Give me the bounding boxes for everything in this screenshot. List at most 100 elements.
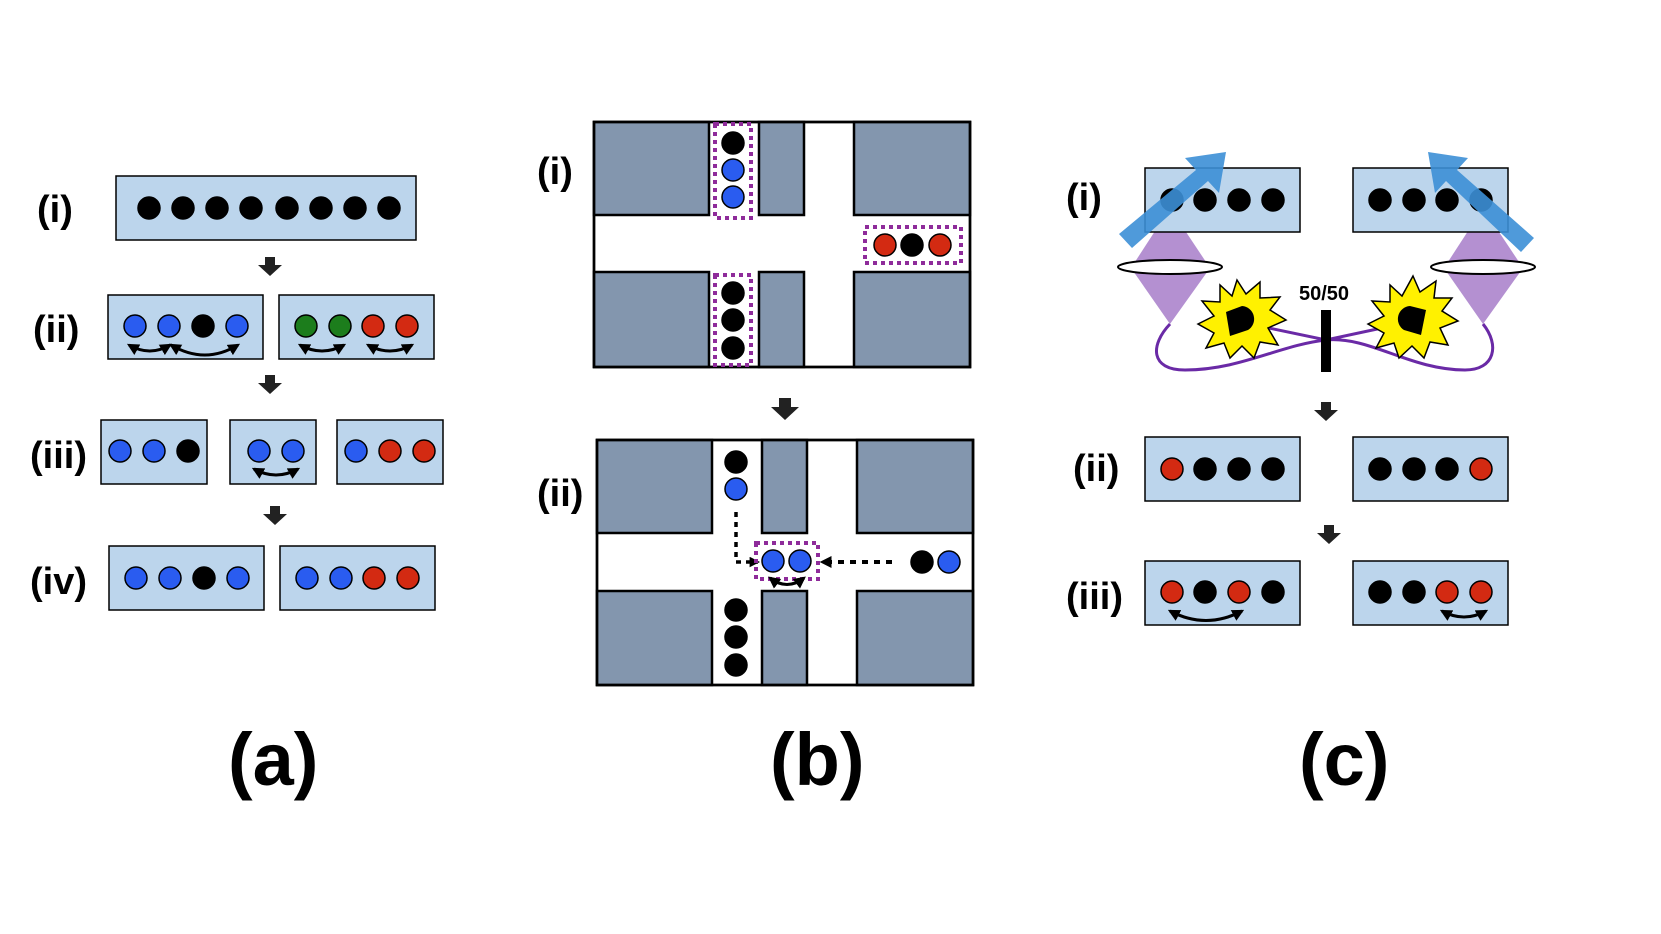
entangling-gate-arrow [365,343,415,355]
down-arrow [771,398,799,420]
ion-red [361,314,385,338]
panel-b-step-i-label: (i) [537,151,573,193]
ion-blue [721,158,745,182]
ion-blue [225,314,249,338]
electrode [595,589,714,687]
laser-beam-arrow [1119,152,1226,248]
ion-chain [1160,580,1285,604]
panel-a: (i) (ii) (iii) (iv) [30,175,444,801]
junction-outline [592,120,972,369]
electrode [852,270,972,369]
panel-a-label: (a) [228,718,318,801]
ion-black [171,196,195,220]
ion-black [239,196,263,220]
ion-black [205,196,229,220]
electrode [757,120,806,217]
ion-chain [123,314,249,338]
ion-blue [124,566,148,590]
ion-black [191,314,215,338]
ion-chain [124,566,250,590]
electrode [760,589,809,687]
electrode [852,120,972,217]
ion-blue [158,566,182,590]
beam-splitter [1321,310,1331,372]
electrode [855,438,975,535]
ion-blue [344,439,368,463]
entangling-gate-arrow [126,343,173,356]
panel-a-step-i-label: (i) [37,189,73,231]
ion-chain [1160,457,1285,481]
ion-black [900,233,924,257]
interaction-zone [713,122,753,220]
ion-black [1435,457,1459,481]
ion-red [928,233,952,257]
down-arrow [258,257,282,276]
ion-black [910,550,934,574]
ion-chain [294,314,419,338]
electrode [592,120,711,217]
ion-blue [123,314,147,338]
panel-a-step-iv-label: (iv) [30,561,87,603]
ion-black [1402,457,1426,481]
ion-red [1227,580,1251,604]
laser-beam-arrow [1428,152,1534,252]
ion-black [176,439,200,463]
ion-blue [721,185,745,209]
ion-black [724,598,748,622]
down-arrow [1314,402,1338,421]
ion-red [1160,580,1184,604]
entangling-gate-arrow [1167,609,1245,622]
ion-black [1435,188,1459,212]
ion-blue [937,550,961,574]
ion-chain [1368,457,1493,481]
ion-black [721,131,745,155]
ion-black [721,336,745,360]
ion-blue [226,566,250,590]
ion-black [1193,457,1217,481]
ion-black [724,625,748,649]
ion-green [294,314,318,338]
ion-black [1402,580,1426,604]
ion-blue [329,566,353,590]
panel-b-label: (b) [770,718,865,801]
ion-black [1368,580,1392,604]
beam-splitter-label: 50/50 [1299,283,1349,305]
ion-red [1160,457,1184,481]
transport-arrow [734,512,761,568]
interaction-zone [863,225,963,265]
down-arrow [258,375,282,394]
ion-blue [247,439,271,463]
ion-black [192,566,216,590]
entangling-gate-arrow [168,343,241,357]
entangling-gate-arrow [1439,609,1489,621]
ion-chain [295,566,420,590]
ion-red [362,566,386,590]
ion-blue [788,549,812,573]
panel-c-step-ii-label: (ii) [1073,448,1119,490]
panel-c: (i) (ii) (iii) 50/50 [1066,152,1536,801]
ion-black [724,450,748,474]
panel-b-step-ii-label: (ii) [537,473,583,515]
ion-red [412,439,436,463]
ion-blue [108,439,132,463]
ion-black [275,196,299,220]
ion-blue [295,566,319,590]
ion-red [873,233,897,257]
electrode [855,589,975,687]
panel-c-step-iii-label: (iii) [1066,576,1123,618]
lens [1117,259,1223,275]
panel-c-label: (c) [1299,718,1389,801]
panel-a-step-ii-label: (ii) [33,309,79,351]
entangling-gate-arrow [297,343,347,355]
detector-icon [1397,306,1426,335]
ion-black [1402,188,1426,212]
ion-chain [344,439,436,463]
down-arrow [1317,525,1341,544]
electrode [592,270,711,369]
ion-blue [281,439,305,463]
ion-blue [157,314,181,338]
entangling-gate-arrow [251,467,301,479]
ion-red [378,439,402,463]
ion-red [395,314,419,338]
